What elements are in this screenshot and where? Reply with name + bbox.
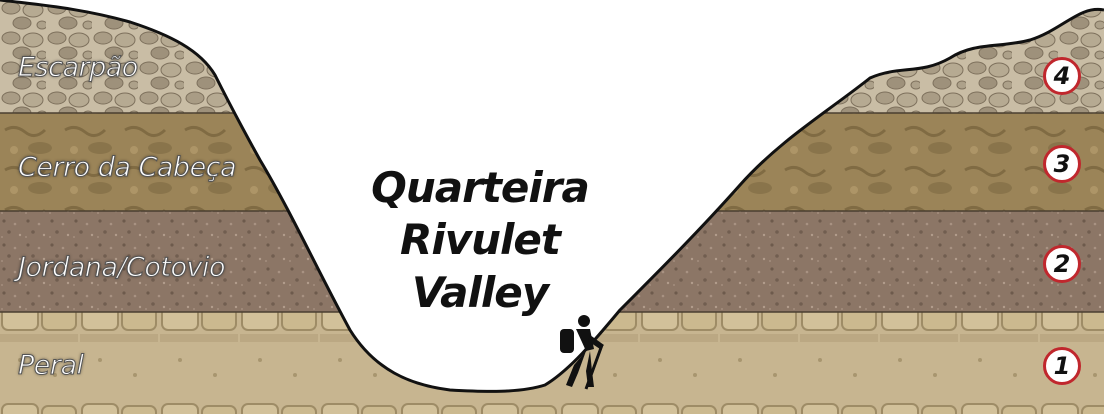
layer-label-cerro-da-cabeca: Cerro da Cabeça xyxy=(17,152,237,184)
valley-profile-outline xyxy=(0,0,1104,393)
layer-4-fill xyxy=(0,0,1104,113)
title-line-2: Rivulet xyxy=(400,215,561,264)
layer-1-fill xyxy=(0,312,1104,414)
title-line-1: Quarteira xyxy=(371,163,590,212)
title-line-3: Valley xyxy=(411,268,549,317)
layer-label-escarpao: Escarpão xyxy=(18,52,139,84)
layer-number-badge-4: 4 xyxy=(1043,57,1081,95)
layer-label-peral: Peral xyxy=(18,350,85,382)
layer-number-badge-2: 2 xyxy=(1043,245,1081,283)
hiker-icon xyxy=(560,315,604,390)
layer-label-jordana-cotovio: Jordana/Cotovio xyxy=(18,252,227,284)
layer-number-badge-1: 1 xyxy=(1043,347,1081,385)
layer-number-badge-3: 3 xyxy=(1043,145,1081,183)
